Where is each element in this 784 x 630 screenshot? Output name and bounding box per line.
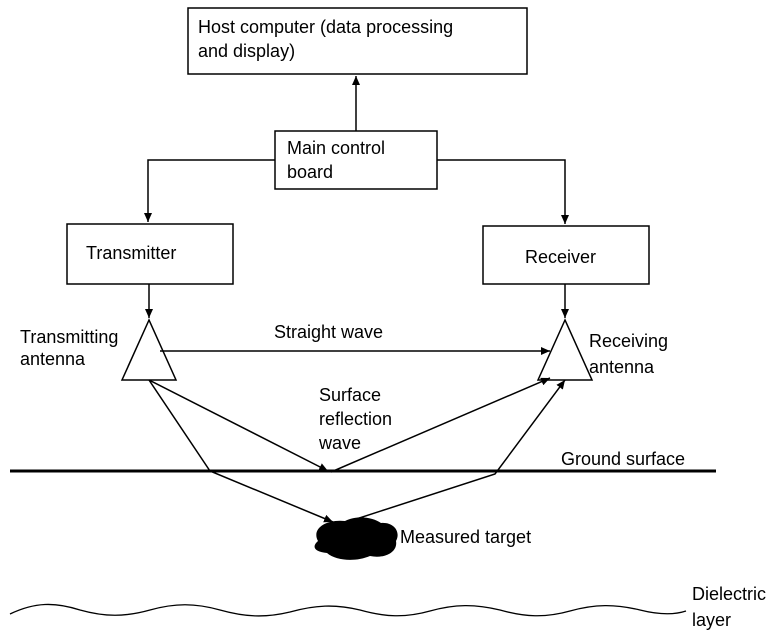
host-computer-label: Host computer (data processing and displ… [198, 15, 453, 63]
receiving-antenna-label: Receiving antenna [589, 328, 668, 380]
transmitter-box [66, 223, 234, 285]
surface-wave-down-arrow [148, 379, 329, 472]
measured-target-label: Measured target [400, 527, 532, 547]
host-computer-label-line-1: Host computer (data processing [198, 17, 454, 37]
surface-reflection-wave-label-line-3: wave [319, 433, 362, 453]
measured-target-blob [314, 517, 398, 560]
target-wave-return-arrow [346, 379, 566, 523]
main-control-board-label-line-1: Main control [287, 138, 386, 158]
straight-wave-label: Straight wave [274, 322, 384, 342]
transmitter-label: Transmitter [86, 243, 177, 263]
ground-surface-label: Ground surface [561, 449, 686, 469]
dielectric-layer-label-line-1: Dielectric [692, 584, 767, 604]
surface-reflection-wave-label: Surface reflection wave [319, 383, 392, 455]
surface-reflection-wave-label-line-2: reflection [319, 409, 393, 429]
arrow-control-to-transmitter [144, 159, 275, 222]
main-control-board-box [274, 130, 438, 190]
surface-reflection-wave-label-line-1: Surface [319, 385, 382, 405]
transmitting-antenna-label: Transmitting antenna [20, 326, 118, 370]
dielectric-layer-label: Dielectric layer [692, 581, 766, 630]
receiving-antenna-label-line-2: antenna [589, 357, 655, 377]
target-wave-incident-arrow [148, 379, 334, 523]
main-control-board-label: Main control board [287, 136, 385, 184]
arrow-control-to-receiver [437, 159, 569, 224]
receiver-label: Receiver [525, 247, 597, 267]
transmitting-antenna-symbol [120, 318, 178, 381]
dielectric-layer-label-line-2: layer [692, 610, 732, 630]
surface-wave-up-arrow [330, 377, 551, 473]
receiving-antenna-label-line-1: Receiving [589, 331, 669, 351]
dielectric-layer-line [9, 603, 687, 617]
host-computer-label-line-2: and display) [198, 41, 296, 61]
receiver-box [482, 225, 650, 285]
transmitting-antenna-label-line-2: antenna [20, 349, 86, 369]
host-computer-box [187, 7, 528, 75]
receiving-antenna-symbol [536, 318, 594, 381]
main-control-board-label-line-2: board [287, 162, 334, 182]
transmitting-antenna-label-line-1: Transmitting [20, 327, 119, 347]
